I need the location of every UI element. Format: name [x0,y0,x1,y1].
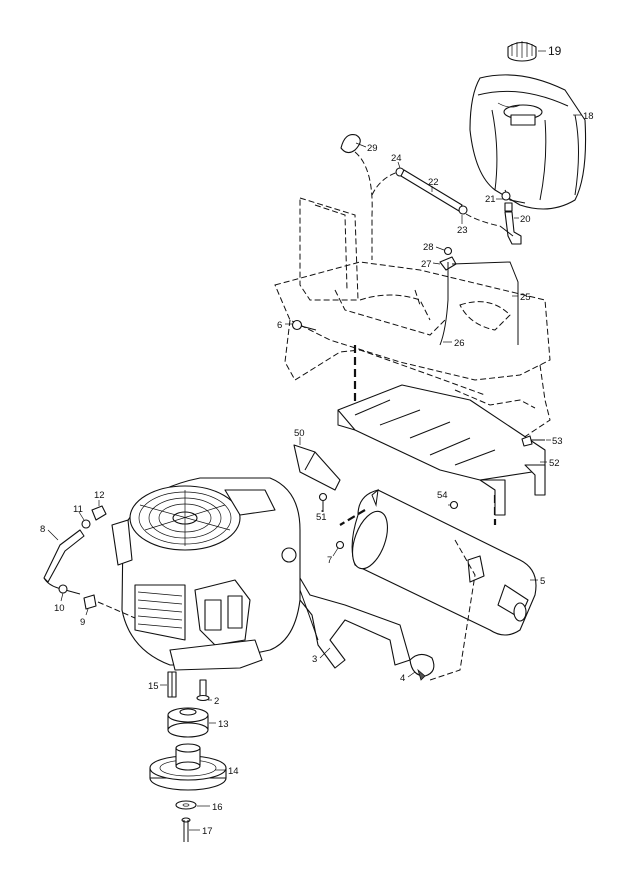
pulley-assembly [149,671,227,842]
heat-shield [337,384,546,516]
bolt-part-2 [196,679,210,702]
clamp-part-29 [340,133,361,154]
bolt-part-53 [521,435,545,447]
callout-2: 2 [214,696,219,707]
callout-7: 7 [327,555,332,566]
drive-pulley-large [149,743,227,791]
exhaust-pipe [291,576,411,669]
callout-27: 27 [421,259,432,270]
fuel-valve [499,191,522,245]
callout-28: 28 [423,242,434,253]
callout-29: 29 [367,143,378,154]
callout-10: 10 [54,603,65,614]
callout-23: 23 [457,225,468,236]
engine [111,477,301,671]
callout-54: 54 [437,490,448,501]
callout-21: 21 [485,194,496,205]
muffler-hanger-rod [439,246,519,346]
drive-pulley-small [167,707,209,738]
callout-26: 26 [454,338,465,349]
muffler [351,488,537,636]
callout-16: 16 [212,802,223,813]
bolt-part-51 [318,492,328,512]
callout-52: 52 [549,458,560,469]
bolt-part-7 [335,540,345,550]
chassis-frame [274,197,551,446]
callout-11: 11 [73,504,83,515]
bolt-part-6 [291,319,317,331]
fuel-line-assembly [354,151,501,260]
callout-19: 19 [548,44,562,58]
callout-12: 12 [94,490,105,501]
fuel-tank [469,74,587,210]
callout-9: 9 [80,617,85,628]
callout-13: 13 [218,719,229,730]
callout-53: 53 [552,436,563,447]
callout-20: 20 [520,214,531,225]
callout-18: 18 [583,111,594,122]
callout-15: 15 [148,681,159,692]
fuel-cap [507,41,537,62]
callout-50: 50 [294,428,305,439]
callout-22: 22 [428,177,439,188]
callout-labels: 19 18 29 24 22 21 20 23 28 27 25 6 26 50… [40,44,594,837]
callout-8: 8 [40,524,45,535]
exhaust-clamp [409,653,435,681]
callout-17: 17 [202,826,213,837]
fuel-hose-assembly [43,505,136,619]
callout-3: 3 [312,654,317,665]
callout-14: 14 [228,766,239,777]
callout-5: 5 [540,576,545,587]
washer-part-16 [175,800,197,810]
callout-6: 6 [277,320,282,331]
callout-4: 4 [400,673,405,684]
bolt-part-17 [181,817,191,842]
callout-25: 25 [520,292,531,303]
callout-51: 51 [316,512,327,523]
bracket-part-50 [293,444,341,491]
leader-lines [47,50,582,831]
callout-24: 24 [391,153,402,164]
